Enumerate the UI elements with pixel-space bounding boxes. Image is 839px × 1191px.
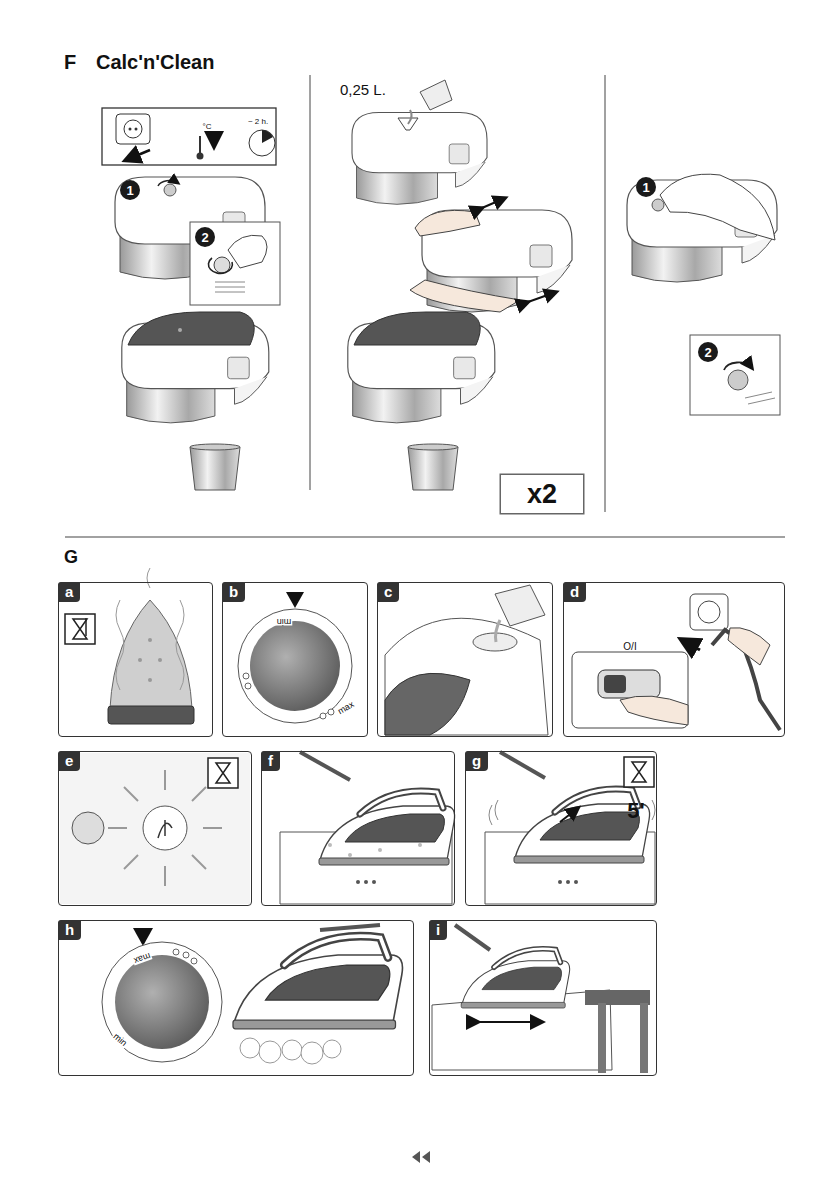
step-panel: c: [377, 582, 553, 737]
step-panel: g: [465, 751, 657, 906]
callout-number: 1: [636, 177, 656, 197]
node-text: x2: [527, 479, 557, 510]
label-text: O/I: [623, 642, 636, 652]
step-panel: h: [58, 920, 414, 1076]
page-marker: [412, 1151, 430, 1163]
label-text: °C: [203, 123, 212, 131]
step-panel: d: [563, 582, 785, 737]
label-text: F: [64, 52, 76, 72]
callout-number: 2: [195, 227, 215, 247]
label-text: Calc'n'Clean: [96, 52, 214, 72]
step-panel: f: [261, 751, 455, 906]
label-text: 0,25 L.: [340, 82, 386, 97]
panel-letter: b: [222, 582, 245, 602]
callout-number: 1: [120, 180, 140, 200]
repeat-box: x2: [500, 474, 584, 514]
step-panel: i: [429, 920, 657, 1076]
panel-letter: g: [465, 751, 488, 771]
node-text: 1: [126, 183, 133, 198]
panel-letter: a: [58, 582, 80, 602]
section-f-art: [102, 75, 780, 514]
step-panel: a: [58, 582, 213, 737]
panel-letter: d: [563, 582, 586, 602]
label-text: min: [276, 617, 293, 626]
node-text: 1: [642, 180, 649, 195]
panel-letter: f: [261, 751, 280, 771]
node-text: 2: [704, 345, 711, 360]
callout-number: 2: [698, 342, 718, 362]
node-text: 2: [201, 230, 208, 245]
label-text: G: [64, 548, 78, 566]
panel-letter: e: [58, 751, 80, 771]
section-g-art: [60, 568, 780, 1073]
panel-letter: h: [58, 920, 81, 940]
label-text: ~ 2 h.: [248, 118, 268, 126]
panel-letter: i: [429, 920, 447, 940]
step-panel: b: [222, 582, 368, 737]
panel-letter: c: [377, 582, 399, 602]
step-panel: e: [58, 751, 252, 906]
label-text: 5': [627, 800, 644, 822]
